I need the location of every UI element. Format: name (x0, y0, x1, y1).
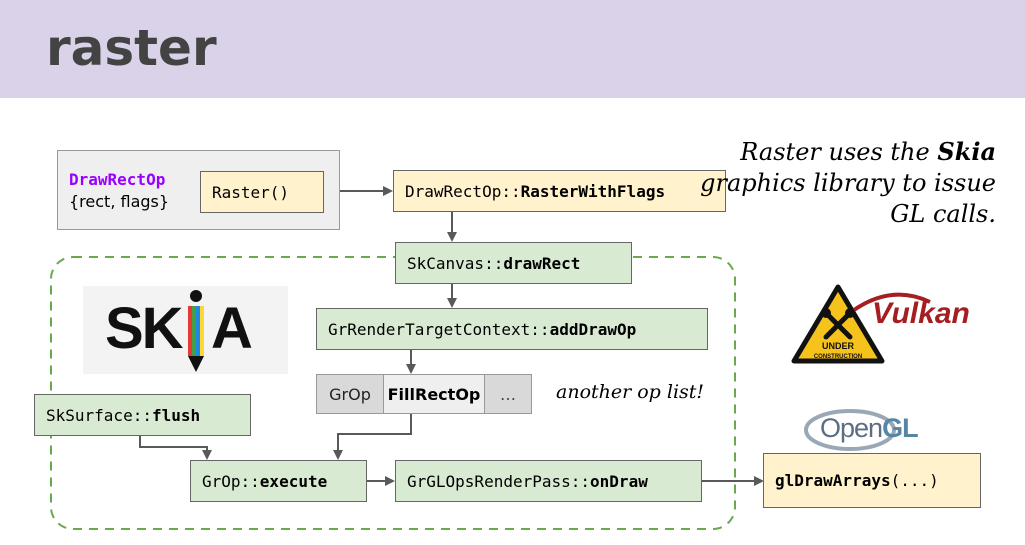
opengl-open: Open (820, 413, 883, 443)
caption-before: Raster uses the (740, 138, 938, 166)
grop-execute-prefix: GrOp:: (202, 471, 260, 491)
vulkan-swoosh-icon (852, 292, 931, 312)
sksurface-method: flush (151, 405, 201, 425)
under-construction-icon: UNDER CONSTRUCTION (791, 284, 885, 364)
badge-line1: UNDER (822, 341, 855, 351)
skia-logo-left: SK (105, 296, 184, 361)
raster-function-label: Raster() (212, 182, 290, 202)
op-list-item-more: … (500, 384, 516, 404)
renderpass-node: GrGLOpsRenderPass::onDraw (395, 460, 702, 502)
drawrectop-args: {rect, flags} (69, 192, 170, 211)
renderpass-method: onDraw (590, 471, 648, 491)
arrow-flush-to-execute (139, 436, 212, 460)
badge-line2: CONSTRUCTION (814, 354, 862, 360)
skcanvas-prefix: SkCanvas:: (407, 253, 504, 273)
gldrawarrays-node: glDrawArrays(...) (763, 453, 981, 508)
op-list-item-fillrectop: FillRectOp (384, 375, 485, 413)
skia-pencil-icon (188, 290, 204, 372)
skia-logo-right: A (211, 296, 253, 361)
renderpass-prefix: GrGLOpsRenderPass:: (407, 471, 591, 491)
another-op-list-note: another op list! (556, 381, 705, 403)
vulkan-logo-text: Vulkan (872, 297, 970, 330)
skcanvas-node: SkCanvas::drawRect (395, 242, 632, 284)
drawrectop-name: DrawRectOp (69, 170, 166, 189)
arrow-oplist-to-execute (333, 414, 412, 460)
op-list-item-grop: GrOp (317, 375, 384, 413)
raster-function-node: Raster() (200, 171, 324, 213)
gldrawarrays-method: glDrawArrays (775, 471, 891, 490)
rendertarget-method: addDrawOp (549, 319, 637, 339)
raster-with-flags-prefix: DrawRectOp:: (405, 181, 521, 201)
skia-region-border (50, 256, 736, 530)
raster-with-flags-node: DrawRectOp::RasterWithFlags (393, 170, 726, 212)
caption-after: graphics library to issue GL calls. (700, 169, 996, 228)
sksurface-prefix: SkSurface:: (46, 405, 152, 425)
slide-title: raster (46, 19, 217, 77)
op-list: GrOp FillRectOp … (316, 374, 532, 414)
opengl-gl: GL (882, 413, 918, 443)
title-bar: raster (0, 0, 1025, 98)
grop-execute-method: execute (259, 471, 328, 491)
sksurface-node: SkSurface::flush (34, 394, 251, 436)
opengl-swoosh-icon (804, 409, 896, 451)
skia-logo: SK A (83, 286, 288, 374)
rendertarget-node: GrRenderTargetContext::addDrawOp (316, 308, 708, 350)
raster-with-flags-method: RasterWithFlags (520, 181, 666, 201)
skcanvas-method: drawRect (503, 253, 581, 273)
grop-execute-node: GrOp::execute (190, 460, 367, 502)
rendertarget-prefix: GrRenderTargetContext:: (328, 319, 550, 339)
caption-emphasis: Skia (937, 137, 996, 166)
slide-caption: Raster uses the Skia graphics library to… (696, 136, 996, 230)
gldrawarrays-suffix: (...) (890, 471, 939, 490)
opengl-logo-text: OpenGL (820, 412, 919, 444)
